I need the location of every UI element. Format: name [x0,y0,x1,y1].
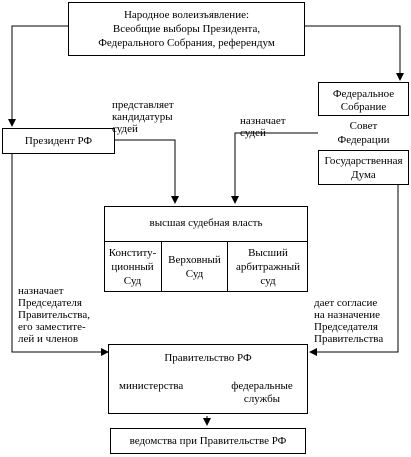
constitutional-court-cell: Конститу- ционный Суд [104,242,162,292]
arrow-will-to-president [8,25,68,127]
nominates-line3: судей [112,123,138,135]
federal-services-line1: федеральные [231,380,293,392]
arrow-president-to-government [11,153,109,356]
duma-line2: Дума [351,169,376,181]
agencies-box: ведомства при Правительстве РФ [110,428,306,454]
president-label: Президент РФ [24,135,93,147]
consents-line3: Председателя [314,321,378,333]
supreme-line2: Суд [185,268,204,280]
ministries-label: министерства [119,380,184,392]
president-box: Президент РФ [2,128,115,154]
arbitration-line1: Высший [248,247,288,259]
government-box: Правительство РФ министерства федеральны… [108,344,308,414]
arbitration-line2: арбитражный [236,261,300,273]
consents-line2: на назначение [314,309,381,321]
agencies-label: ведомства при Правительстве РФ [129,435,287,447]
constitutional-line1: Конститу- [108,247,157,259]
consents-line1: дает согласие [314,297,378,309]
appoints-chair-line2: Председателя [18,297,82,309]
supreme-court-cell: Верховный Суд [162,242,228,292]
appoints-chair-line5: лей и членов [18,333,79,345]
courts-row: Конститу- ционный Суд Верховный Суд Высш… [104,241,308,292]
popular-will-box: Народное волеизъявление: Всеобщие выборы… [68,2,305,56]
duma-line1: Государственная [324,155,403,167]
popular-will-line3: Федерального Собрания, референдум [98,37,275,49]
arrow-duma-to-government [309,185,399,356]
popular-will-line2: Всеобщие выборы Президента, [112,23,261,35]
assembly-title-line2: Собрание [340,101,387,113]
nominates-line1: представляет [112,99,174,111]
council-line2: Федерации [337,134,390,146]
judiciary-box: высшая судебная власть Конститу- ционный… [104,206,308,292]
appoints-judges-line1: назначает [240,115,286,127]
popular-will-line1: Народное волеизъявление: [123,9,250,21]
consents-line4: Правительства [314,333,384,345]
arrow-president-to-judiciary [115,139,179,204]
arbitration-line3: суд [260,275,276,287]
arbitration-court-cell: Высший арбитражный суд [228,242,308,292]
judiciary-title: высшая судебная власть [149,217,263,229]
government-title: Правительство РФ [164,352,252,364]
appoints-judges-line2: судей [240,127,266,139]
constitutional-line3: Суд [123,275,142,287]
appoints-chair-line3: Правительства, [18,309,90,321]
assembly-title-line1: Федеральное [332,88,395,100]
arrow-council-to-judiciary [231,132,318,204]
constitutional-line2: ционный [111,261,154,273]
federation-council-box: Совет Федерации [318,115,409,151]
appoints-chair-line1: назначает [18,285,64,297]
arrow-will-to-assembly [305,25,404,81]
federal-assembly-box: Федеральное Собрание Совет Федерации Гос… [318,82,409,185]
nominates-line2: кандидатуры [112,111,173,123]
appoints-chair-line4: его заместите- [18,321,86,333]
supreme-line1: Верховный [168,254,221,266]
federal-services-line2: службы [243,393,281,405]
council-line1: Совет [349,120,378,132]
